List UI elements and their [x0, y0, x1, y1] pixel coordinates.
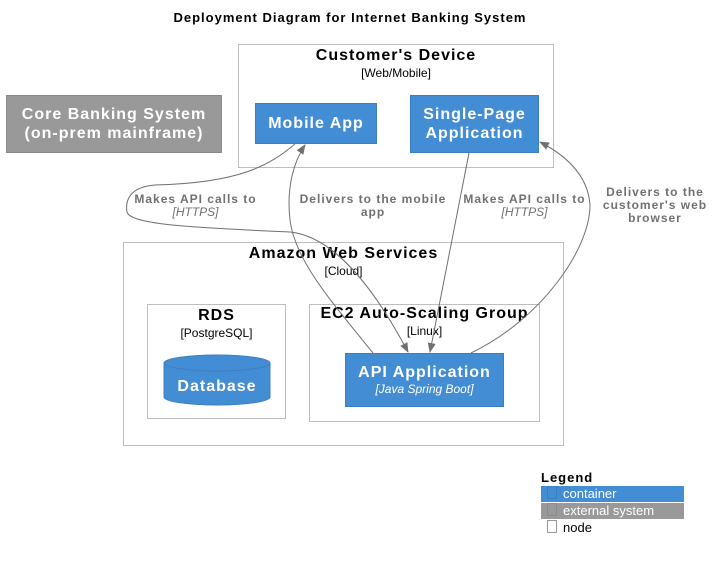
external-system-label-line2: (on-prem mainframe) — [24, 125, 204, 142]
relationship-label-spa-api: Makes API calls to [HTTPS] — [457, 193, 592, 219]
container-label-line1: Single-Page — [423, 106, 526, 123]
relationship-label-mobile-api: Makes API calls to [HTTPS] — [128, 193, 263, 219]
legend-title: Legend — [541, 470, 594, 485]
relationship-label-line2: customer's web — [602, 198, 708, 212]
node-title: Customer's Device — [315, 47, 477, 64]
legend-swatch-icon — [547, 520, 557, 533]
container-technology: [Java Spring Boot] — [375, 382, 474, 396]
node-technology: [PostgreSQL] — [180, 326, 253, 340]
node-title: RDS — [198, 307, 235, 324]
diagram-title: Deployment Diagram for Internet Banking … — [173, 10, 527, 25]
legend-item-external-system: external system — [541, 503, 684, 519]
legend-swatch-icon — [547, 503, 557, 516]
relationship-label-text: Makes API calls to — [134, 192, 257, 206]
container-single-page-application[interactable]: Single-Page Application — [410, 95, 539, 153]
external-system-core-banking[interactable]: Core Banking System (on-prem mainframe) — [6, 95, 222, 153]
container-label: Mobile App — [268, 115, 364, 132]
relationship-label-api-mobile: Delivers to the mobile app — [293, 193, 453, 219]
relationship-technology: [HTTPS] — [172, 205, 219, 219]
legend-item-label: container — [563, 486, 617, 501]
relationship-label-line3: browser — [628, 211, 682, 225]
relationship-label-line1: Delivers to the — [606, 185, 704, 199]
legend-item-label: external system — [563, 503, 655, 518]
relationship-technology: [HTTPS] — [501, 205, 548, 219]
node-technology: [Cloud] — [324, 264, 363, 278]
legend-item-label: node — [563, 520, 592, 535]
container-api-application[interactable]: API Application [Java Spring Boot] — [345, 353, 504, 407]
relationship-label-api-spa: Delivers to the customer's web browser — [596, 186, 714, 225]
legend-swatch-icon — [547, 486, 557, 499]
external-system-label-line1: Core Banking System — [21, 106, 207, 123]
database-label: Database — [177, 378, 257, 395]
container-label-line2: Application — [425, 125, 524, 142]
relationship-label-text: Makes API calls to — [463, 192, 586, 206]
node-technology: [Linux] — [406, 324, 443, 338]
legend-item-node: node — [541, 520, 684, 536]
relationship-label-line1: Delivers to the mobile — [299, 192, 447, 206]
container-label: API Application — [358, 364, 491, 381]
node-technology: [Web/Mobile] — [361, 66, 431, 80]
database-cylinder-icon[interactable] — [163, 354, 271, 406]
node-title: EC2 Auto-Scaling Group — [320, 305, 529, 322]
relationship-label-line2: app — [360, 205, 386, 219]
container-mobile-app[interactable]: Mobile App — [255, 103, 377, 144]
node-title: Amazon Web Services — [248, 245, 439, 262]
legend-item-container: container — [541, 486, 684, 502]
